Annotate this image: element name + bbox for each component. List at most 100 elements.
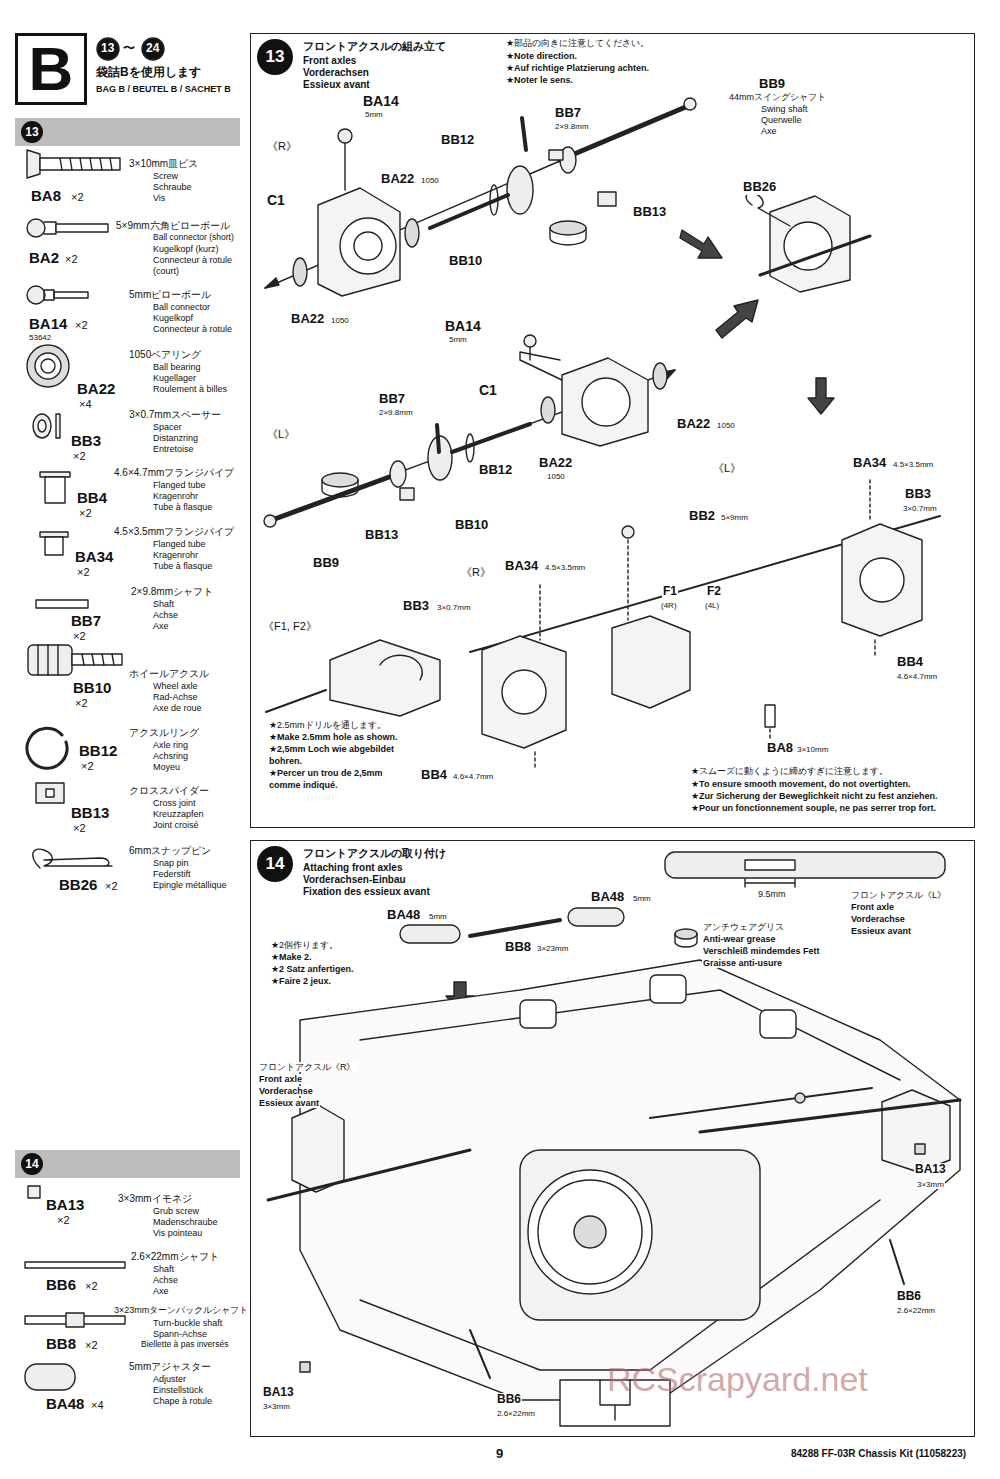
illustration-shape — [268, 1150, 470, 1200]
parts-step-bar: 13 — [15, 118, 240, 146]
annotation-text: (court) — [152, 266, 180, 276]
annotation-text: 1050 — [716, 421, 736, 430]
illustration-shape — [322, 473, 358, 487]
annotation-text: 1050ベアリング — [128, 349, 202, 361]
illustration-shape — [38, 420, 46, 432]
annotation-text: Connecteur à rotule — [152, 324, 233, 334]
part-code: BA13 — [45, 1196, 85, 1213]
illustration-shape — [470, 1330, 490, 1378]
part-code: ★Make 2.5mm hole as shown. — [268, 732, 399, 742]
part-code: ★Zur Sicherung der Beweglichkeit nicht z… — [690, 791, 939, 801]
illustration-shape — [318, 188, 400, 296]
part-code: BB2 — [688, 509, 716, 524]
illustration-shape — [675, 929, 697, 939]
illustration-shape — [650, 975, 686, 1003]
part-code: Anti-wear grease — [702, 934, 777, 944]
part-code: Verschleiß mindemdes Fett — [702, 946, 821, 956]
step-heading: フロントアクスルの組み立て — [303, 40, 446, 53]
annotation-text: Entretoise — [152, 444, 195, 454]
part-code: ★Percer un trou de 2,5mm — [268, 768, 384, 778]
annotation-text: 2.6×22mm — [496, 1409, 536, 1418]
part-code: BB13 — [70, 804, 110, 821]
annotation-text: Achse — [152, 610, 179, 620]
annotation-text: Ball connector (short) — [152, 233, 235, 243]
illustration-shape — [582, 378, 630, 426]
illustration-shape — [765, 705, 775, 727]
part-code: BA34 — [852, 456, 887, 471]
annotation-text: ★2個作ります。 — [270, 940, 339, 950]
illustration-shape — [860, 558, 904, 602]
annotation-text: 3×3mmイモネジ — [117, 1193, 193, 1205]
annotation-text: 4.6×4.7mm — [452, 772, 494, 781]
part-code: BA48 — [45, 1395, 85, 1412]
illustration-shape — [354, 232, 382, 260]
illustration-shape — [266, 690, 326, 712]
illustration-shape — [622, 526, 634, 538]
part-code: bohren. — [268, 756, 303, 766]
part-code: Front axle — [850, 902, 895, 912]
illustration-shape — [598, 192, 616, 206]
annotation-text: Achsring — [152, 751, 189, 761]
step-heading: Fixation des essieux avant — [303, 886, 430, 898]
part-code: BB4 — [896, 655, 924, 670]
part-code: BB3 — [70, 432, 102, 449]
part-code: BA14 — [28, 315, 68, 332]
annotation-text: Screw — [152, 171, 179, 181]
part-code: 13 — [101, 42, 114, 56]
part-code: BB12 — [440, 133, 475, 148]
part-code: ★Auf richtige Platzierung achten. — [505, 63, 650, 73]
annotation-text: 4.6×4.7mm — [896, 672, 938, 681]
part-code: BA22 — [538, 456, 573, 471]
annotation-text: ×4 — [78, 398, 93, 411]
part-code: ★To ensure smooth movement, do not overt… — [690, 779, 911, 789]
part-code: F2 — [706, 585, 722, 599]
step-heading: Attaching front axles — [303, 862, 402, 874]
part-code: BB4 — [76, 489, 108, 506]
illustration-shape — [38, 645, 58, 675]
annotation-text: Roulement à billes — [152, 384, 228, 394]
annotation-text: 4.5×3.5mmフランジパイプ — [113, 526, 235, 538]
part-code: BB7 — [70, 612, 102, 629]
part-code: 袋詰Bを使用します — [95, 66, 202, 80]
annotation-text: ×2 — [84, 1339, 99, 1352]
illustration-shape — [534, 752, 535, 768]
annotation-text: 《R》 — [460, 566, 492, 579]
node-text: B — [29, 38, 74, 100]
part-code: 〜 — [122, 42, 136, 56]
part-code: BAG B / BEUTEL B / SACHET B — [95, 84, 232, 94]
annotation-text: ×2 — [78, 507, 93, 520]
annotation-text: ×2 — [72, 450, 87, 463]
part-code: BB4 — [420, 768, 448, 783]
illustration-shape — [27, 728, 67, 768]
annotation-text: 3×3mm — [262, 1402, 291, 1411]
illustration-shape — [97, 38, 119, 60]
part-code: F1 — [662, 585, 678, 599]
illustration-shape — [28, 645, 72, 675]
annotation-text: 4.5×3.5mm — [892, 460, 934, 469]
annotation-text: Kreuzzapfen — [152, 809, 205, 819]
part-code: BA8 — [766, 741, 794, 756]
part-code: BB26 — [58, 876, 98, 893]
illustration-shape — [490, 185, 498, 215]
illustration-shape — [264, 515, 276, 527]
annotation-text: Grub screw — [152, 1206, 200, 1216]
annotation-text: 5mm — [364, 110, 384, 119]
part-code: Essieux avant — [850, 926, 912, 936]
annotation-text: Epingle métallique — [152, 880, 228, 890]
part-code: BB26 — [742, 180, 777, 195]
illustration-shape — [27, 345, 69, 387]
illustration-shape — [25, 1364, 75, 1390]
annotation-text: 5mm — [428, 912, 448, 921]
illustration-shape — [528, 1170, 652, 1294]
annotation-text: Kugelkopf (kurz) — [152, 244, 220, 254]
illustration-shape — [675, 934, 697, 947]
part-code: BA48 — [386, 908, 421, 923]
annotation-text: 2×9.8mm — [554, 122, 590, 131]
part-code: 9 — [495, 1447, 504, 1462]
annotation-text: Flanged tube — [152, 539, 207, 549]
part-code: BA34 — [74, 548, 114, 565]
illustration-shape — [890, 1240, 904, 1284]
part-code: ★Pour un fonctionnement souple, ne pas s… — [690, 803, 937, 813]
part-code: BB6 — [45, 1276, 77, 1293]
illustration-shape — [300, 1362, 310, 1372]
